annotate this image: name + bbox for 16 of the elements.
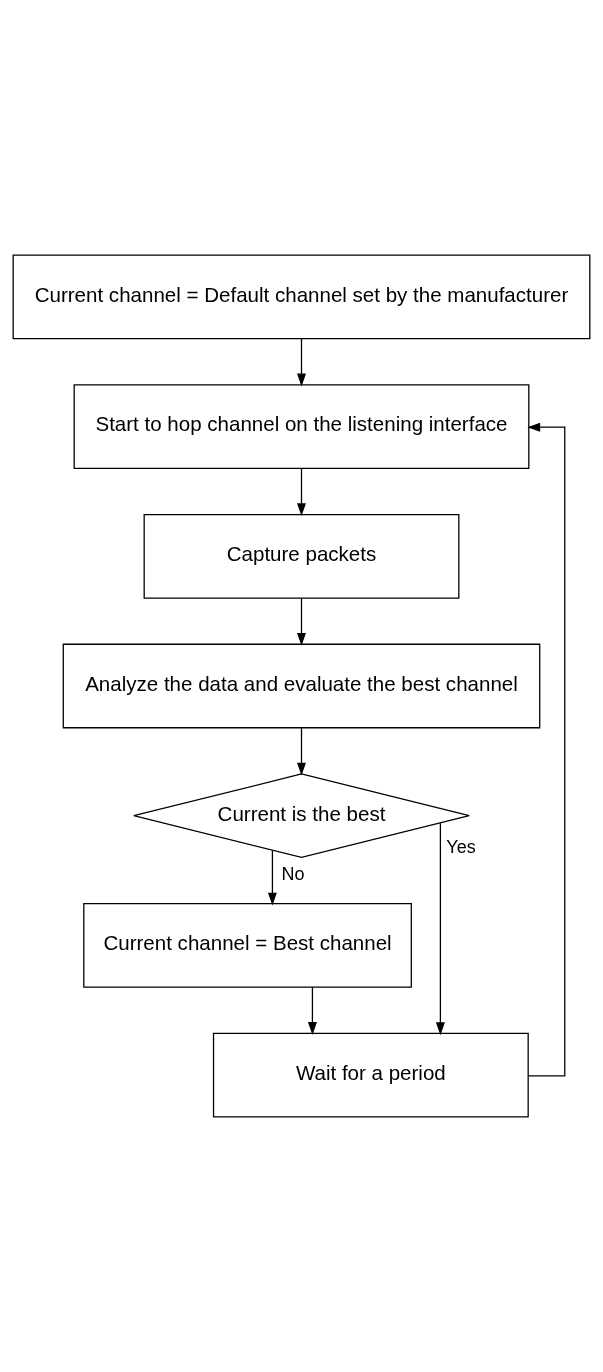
node-box: Start to hop channel on the listening interface — [73, 384, 530, 469]
edge-label: Yes — [446, 836, 476, 857]
arrow — [267, 849, 277, 906]
node-box: Capture packets — [143, 513, 460, 599]
arrow — [435, 822, 445, 1036]
arrow — [307, 986, 317, 1035]
arrow — [297, 727, 306, 776]
arrow — [297, 338, 306, 387]
edge-label: No — [281, 863, 305, 884]
node-box: Analyze the data and evaluate the best channel — [62, 643, 541, 729]
arrow — [527, 422, 566, 1077]
arrow — [297, 467, 306, 517]
node-box: Wait for a period — [212, 1032, 529, 1118]
node-box: Current channel = Default channel set by the manufacturer — [12, 254, 591, 340]
node-box: Current channel = Best channel — [83, 903, 412, 988]
arrow — [297, 597, 306, 646]
